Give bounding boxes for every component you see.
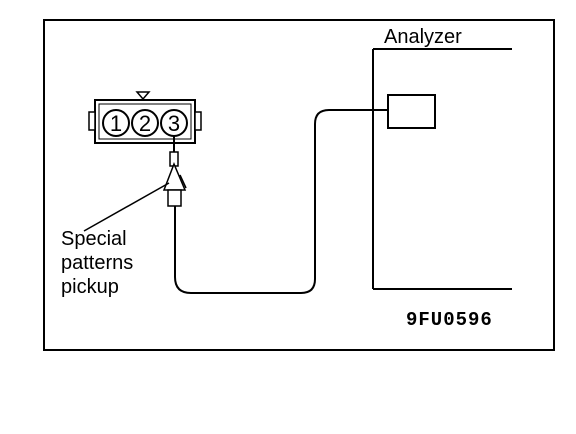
analyzer-label: Analyzer xyxy=(384,26,462,48)
pickup-label-line-3: pickup xyxy=(61,276,119,298)
connector-pin-3-label: 3 xyxy=(168,111,180,136)
connector-pin-2-label: 2 xyxy=(139,111,151,136)
connector-inner-frame xyxy=(98,103,192,140)
figure-frame xyxy=(43,19,555,351)
pickup-label-line-2: patterns xyxy=(61,252,133,274)
pickup-cable xyxy=(174,109,388,294)
figure-code: 9FU0596 xyxy=(406,309,493,331)
pickup-leader-line xyxy=(83,182,170,232)
connector-pin-1-label: 1 xyxy=(110,111,122,136)
connector-right-latch xyxy=(194,111,202,131)
probe-clip-lever xyxy=(179,174,187,189)
analyzer-input-box xyxy=(387,94,436,129)
probe-plug xyxy=(167,189,182,207)
connector-pin-1-circle xyxy=(102,109,130,137)
analyzer-unit: Analyzer xyxy=(372,26,512,290)
connector-tab-marker xyxy=(135,91,151,101)
coil-connector: 1 2 3 xyxy=(88,91,202,144)
connector-left-latch xyxy=(88,111,96,131)
pickup-label-line-1: Special xyxy=(61,228,127,250)
connector-pin-2-circle xyxy=(131,109,159,137)
